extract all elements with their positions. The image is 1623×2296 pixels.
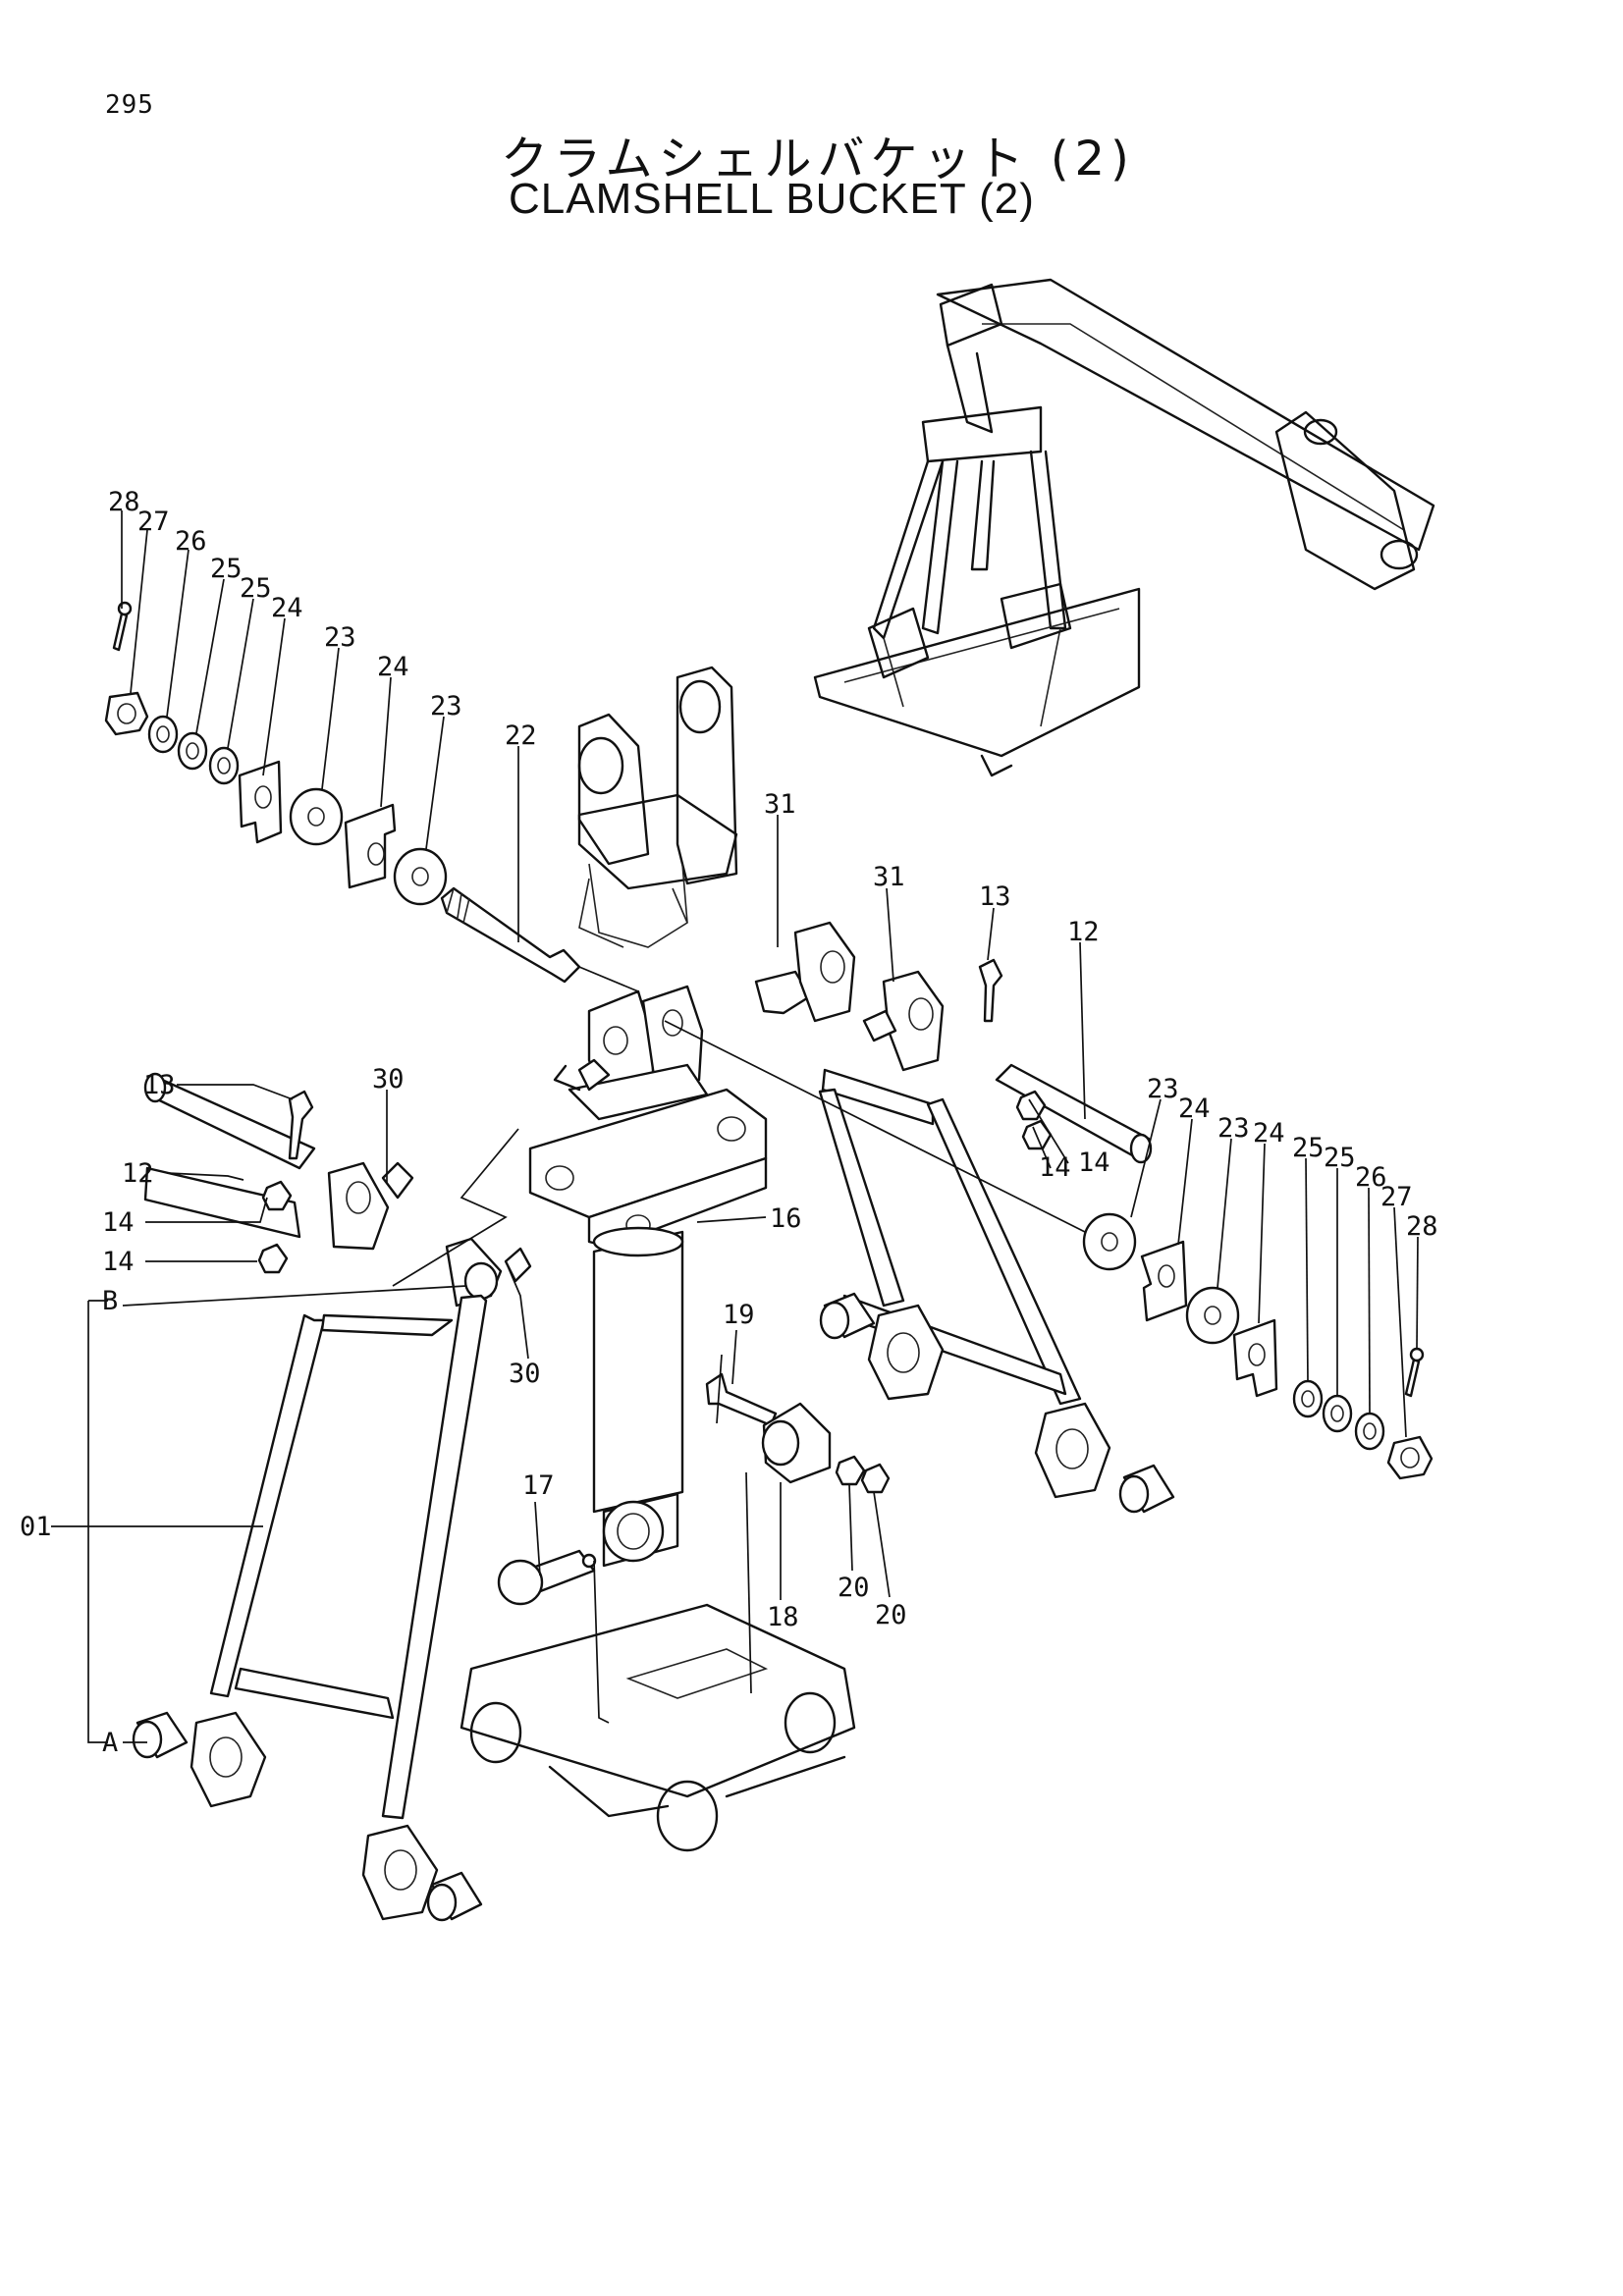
shim-23-left-b [393,847,448,906]
callout-27-left: 27 [137,507,170,537]
castle-nut-27-left [104,691,149,736]
nuts-20 [835,1455,891,1494]
callout-23-left-b: 23 [430,691,462,721]
cotter-pin-28-right [1404,1358,1421,1398]
callout-01: 01 [20,1512,52,1542]
shim-23-right-b [1185,1286,1240,1345]
callout-20-b: 20 [875,1600,907,1630]
callout-23-right-b: 23 [1217,1113,1250,1144]
bolt-13-left [288,1090,314,1160]
callout-B: B [102,1286,118,1316]
washer-25-left-a [177,731,208,771]
bushing-18 [761,1402,832,1484]
callout-13-right: 13 [979,881,1011,912]
callout-24-left-b: 24 [377,652,409,682]
callout-26-right: 26 [1355,1162,1387,1193]
pin-22 [440,886,581,984]
callout-25-left-b: 25 [240,573,272,604]
page-number: 295 [105,90,154,120]
title-japanese: クラムシェルバケット (2) [501,132,1135,187]
callout-24-right-b: 24 [1253,1118,1285,1148]
overview-inset-illustration [813,278,1435,777]
plate-24-right-b [1232,1318,1278,1398]
washer-25-left-b [208,746,240,785]
plate-24-left-a [238,760,283,844]
bushings-right-arm [819,1292,1175,1514]
left-hardware-stack [104,601,448,906]
callout-A: A [102,1728,118,1758]
nuts-14-left [257,1180,293,1274]
callout-24-right-a: 24 [1178,1094,1211,1124]
callout-14-right-a: 14 [1039,1152,1071,1183]
callout-20-a: 20 [838,1573,870,1603]
callout-labels: 28 27 26 25 25 24 23 24 23 22 31 31 13 1… [20,487,1438,1758]
callout-31-a: 31 [764,789,796,820]
callout-25-right-a: 25 [1292,1133,1325,1163]
callout-13-left: 13 [143,1070,176,1100]
plate-24-right-a [1140,1240,1188,1322]
washer-26-left [147,715,179,754]
callout-30-top: 30 [372,1064,405,1095]
pin-17 [497,1549,597,1606]
connection-lines [392,966,1086,1724]
shim-23-left-a [289,787,344,846]
right-hardware-stack [1082,1212,1434,1480]
callout-23-left-a: 23 [324,622,356,653]
callout-28-left: 28 [108,487,140,517]
upper-bracket [577,666,738,948]
washer-26-right [1354,1412,1385,1451]
lower-bucket-shell [460,1603,856,1852]
hydraulic-cylinder-16 [592,1226,684,1568]
callout-22: 22 [505,721,537,751]
callout-19: 19 [723,1300,755,1330]
callout-27-right: 27 [1380,1182,1413,1212]
callout-18: 18 [767,1602,799,1632]
cotter-pin-28-left [112,612,129,652]
callout-23-right-a: 23 [1147,1074,1179,1104]
callout-31-b: 31 [873,862,905,892]
right-arm-assembly [754,921,1111,1499]
callout-17: 17 [522,1470,555,1501]
callout-16: 16 [770,1203,802,1234]
pin-12-left [143,1072,316,1170]
callout-12-left: 12 [122,1158,154,1189]
washer-25-right-b [1322,1394,1353,1433]
callout-leaders [51,510,1419,1743]
left-arm-assembly-01 [143,1161,532,1921]
callout-28-right: 28 [1406,1211,1438,1242]
callout-30-bottom: 30 [509,1359,541,1389]
callout-25-left-a: 25 [210,554,243,584]
castle-nut-27-right [1386,1435,1434,1480]
callout-26-left: 26 [175,526,207,557]
callout-12-right: 12 [1067,917,1100,947]
cross-plate [528,1088,768,1249]
washer-25-right-a [1292,1379,1324,1418]
callout-14-right-b: 14 [1078,1148,1110,1178]
callout-14-left-a: 14 [102,1207,135,1238]
callout-24-left-a: 24 [271,593,303,623]
shim-23-right-a [1082,1212,1137,1271]
bushings-left-arm [132,1711,483,1922]
title-english: CLAMSHELL BUCKET (2) [509,175,1035,223]
callout-14-left-b: 14 [102,1247,135,1277]
callout-25-right-b: 25 [1324,1143,1356,1173]
bolt-13-right [978,958,1003,1023]
yoke-fitting [553,985,709,1121]
